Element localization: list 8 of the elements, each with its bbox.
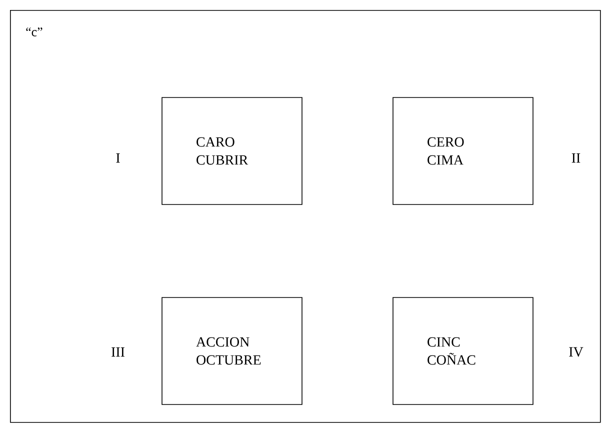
roman-numeral: I [116, 153, 120, 163]
word-box: CARO CUBRIR [162, 97, 302, 205]
roman-numeral: IV [569, 347, 584, 357]
roman-numeral: II [572, 153, 580, 163]
word-box: ACCION OCTUBRE [162, 297, 302, 405]
word-box: CERO CIMA [392, 97, 534, 205]
roman-numeral: III [112, 347, 124, 357]
word-box: CINC COÑAC [392, 297, 534, 405]
